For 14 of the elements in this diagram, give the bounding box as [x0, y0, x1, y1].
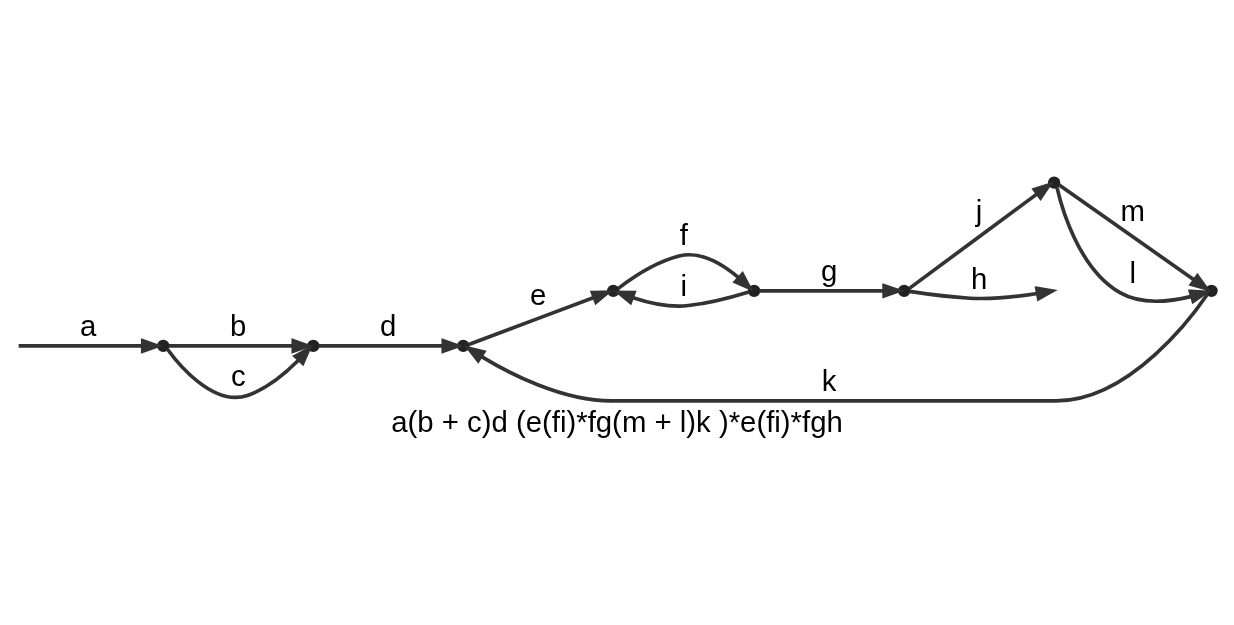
edge-label: j [975, 193, 983, 227]
edge-label: i [680, 268, 687, 302]
edge-label: a [80, 308, 97, 342]
edge-label: b [230, 308, 247, 342]
edge-label: e [530, 277, 547, 311]
edge-label: d [380, 308, 397, 342]
edge-label: g [820, 253, 838, 287]
caption: a(b + c)d (e(fi)*fg(m + l)k )*e(fi)*fgh [391, 404, 843, 438]
edge-label: m [1120, 193, 1146, 227]
edge-label: k [821, 363, 837, 397]
edge-label: h [970, 261, 988, 295]
edge-label: f [679, 217, 688, 251]
edge-label: l [1129, 255, 1137, 289]
edge-label: c [230, 358, 246, 392]
